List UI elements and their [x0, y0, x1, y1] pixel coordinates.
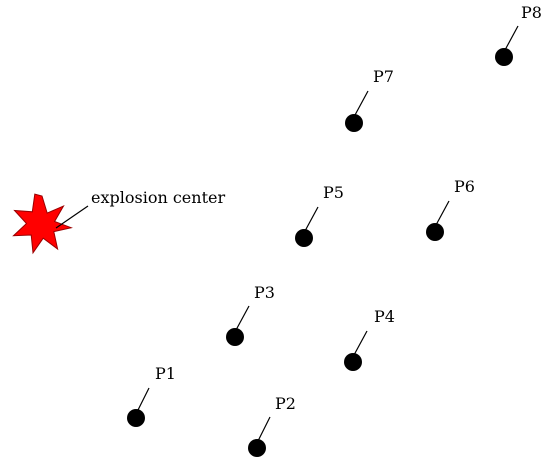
point-marker — [127, 409, 145, 427]
point-label: P1 — [155, 364, 176, 383]
point-label: P5 — [323, 183, 344, 202]
point-p7: P7 — [345, 67, 394, 132]
point-label: P4 — [374, 307, 395, 326]
point-p6: P6 — [426, 177, 475, 241]
point-p4: P4 — [344, 307, 395, 371]
point-marker — [295, 229, 313, 247]
point-p5: P5 — [295, 183, 344, 247]
point-label: P7 — [373, 67, 394, 86]
point-p3: P3 — [226, 283, 275, 346]
point-p1: P1 — [127, 364, 176, 427]
point-marker — [345, 114, 363, 132]
point-marker — [495, 48, 513, 66]
point-marker — [248, 439, 266, 457]
explosion-center-group: explosion center — [12, 188, 225, 255]
point-label: P6 — [454, 177, 475, 196]
point-leader-line — [136, 387, 150, 413]
point-label: P2 — [275, 394, 296, 413]
point-leader-line — [353, 330, 368, 356]
point-marker — [426, 223, 444, 241]
point-leader-line — [354, 90, 369, 116]
explosion-star-icon — [12, 193, 73, 255]
point-leader-line — [235, 305, 250, 331]
point-leader-line — [304, 206, 319, 232]
point-leader-line — [257, 416, 271, 442]
point-label: P8 — [521, 3, 542, 22]
point-marker — [344, 353, 362, 371]
explosion-leader-line — [55, 205, 89, 229]
explosion-center-label: explosion center — [91, 188, 225, 207]
point-leader-line — [435, 200, 450, 226]
point-marker — [226, 328, 244, 346]
point-leader-line — [504, 25, 519, 51]
point-p2: P2 — [248, 394, 296, 457]
point-p8: P8 — [495, 3, 542, 66]
point-label: P3 — [254, 283, 275, 302]
